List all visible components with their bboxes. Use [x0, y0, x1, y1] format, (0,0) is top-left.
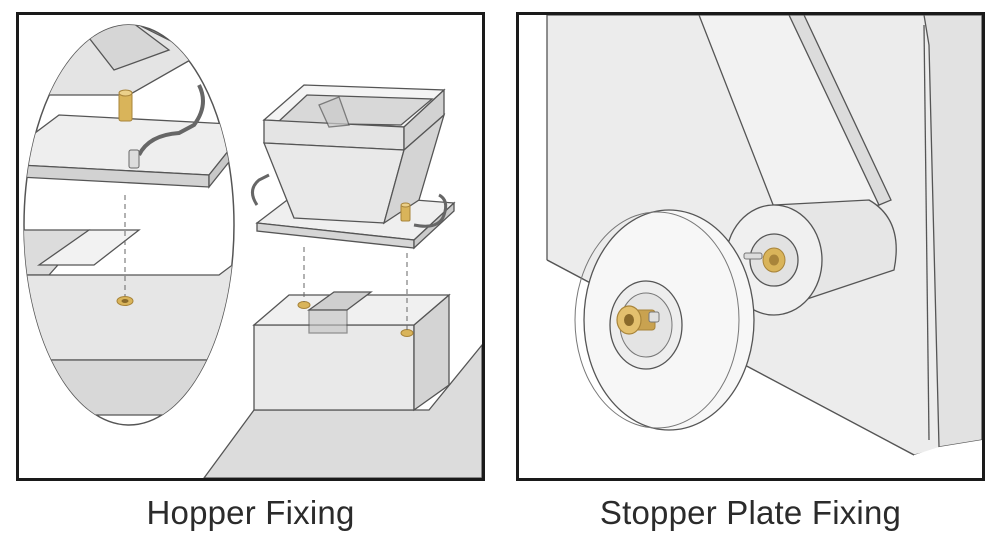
alignment-lines [303, 247, 408, 330]
magnified-detail-icon [23, 24, 235, 426]
base-chute [203, 291, 482, 478]
stopper-plate-illustration [519, 15, 982, 478]
hopper-fixing-illustration [23, 24, 482, 478]
hopper-body [262, 84, 446, 225]
base-holes [297, 301, 414, 337]
lever-arm [698, 15, 892, 221]
stopper-plate-fixing-panel [516, 12, 985, 481]
brass-bolt-icon [400, 202, 411, 222]
hopper-fixing-panel [16, 12, 485, 481]
stopper-bolt-icon [616, 305, 660, 335]
plate-handles [251, 173, 448, 228]
caption-hopper-fixing: Hopper Fixing [146, 494, 355, 531]
caption-stopper-plate-fixing: Stopper Plate Fixing [599, 494, 902, 531]
